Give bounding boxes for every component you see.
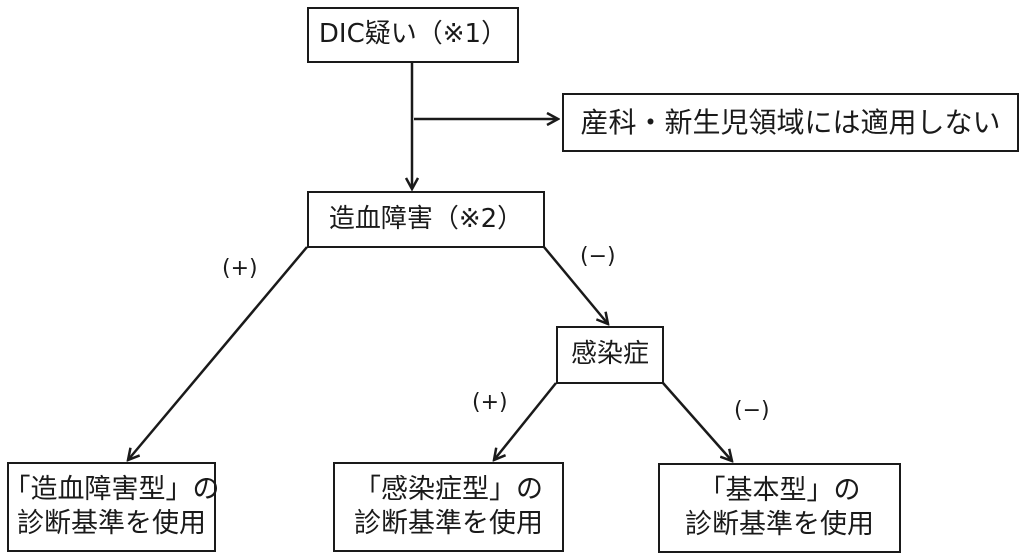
result-basic-line2: 診断基準を使用 xyxy=(685,509,874,540)
node-result-basic: 「基本型」の 診断基準を使用 xyxy=(658,463,901,553)
arrow-hematopoietic-negative xyxy=(543,246,608,324)
arrow-infection-positive xyxy=(494,382,557,460)
node-hematopoietic-disorder-label: 造血障害（※2） xyxy=(328,203,524,234)
result-hematopoietic-line2: 診断基準を使用 xyxy=(17,508,206,539)
result-infection-line1: 「感染症型」の xyxy=(354,474,543,506)
arrow-hematopoietic-positive xyxy=(128,246,308,460)
edge-label-hematopoietic-positive: (+) xyxy=(222,256,258,281)
edge-label-infection-positive: (+) xyxy=(472,390,508,415)
node-result-infection: 「感染症型」の 診断基準を使用 xyxy=(333,462,564,552)
result-basic-line1: 「基本型」の xyxy=(698,475,861,507)
node-result-hematopoietic: 「造血障害型」の 診断基準を使用 xyxy=(4,462,220,552)
result-infection-line2: 診断基準を使用 xyxy=(354,508,543,539)
node-infection-label: 感染症 xyxy=(570,339,649,370)
node-not-applicable-label: 産科・新生児領域には適用しない xyxy=(580,105,1001,139)
node-infection: 感染症 xyxy=(556,326,664,384)
edge-label-infection-negative: (−) xyxy=(734,398,770,423)
edge-label-hematopoietic-negative: (−) xyxy=(580,244,616,269)
result-hematopoietic-line1: 「造血障害型」の xyxy=(3,474,220,506)
arrow-infection-negative xyxy=(662,382,732,461)
node-not-applicable: 産科・新生児領域には適用しない xyxy=(562,93,1019,152)
node-dic-suspected-label: DIC疑い（※1） xyxy=(318,19,508,50)
node-dic-suspected: DIC疑い（※1） xyxy=(307,7,519,63)
node-hematopoietic-disorder: 造血障害（※2） xyxy=(307,191,545,248)
